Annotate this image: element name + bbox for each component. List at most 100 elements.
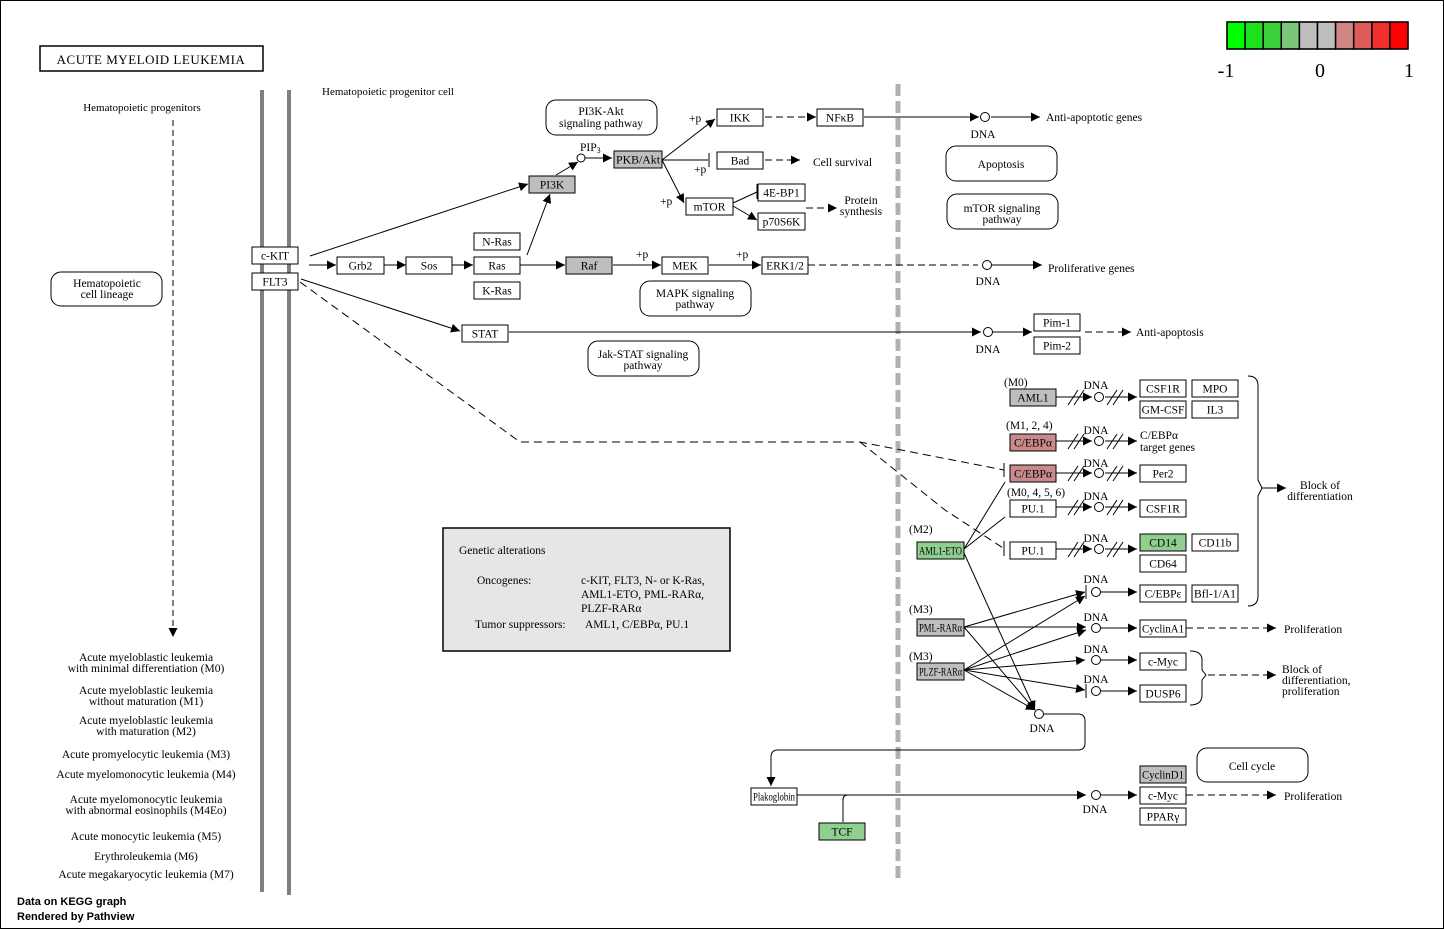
gene-box-csf1r1[interactable] bbox=[1139, 379, 1187, 398]
gene-box-mpo[interactable] bbox=[1191, 379, 1239, 398]
gene-box-pi3k[interactable] bbox=[528, 175, 576, 194]
gene-box-tcf[interactable] bbox=[818, 822, 866, 841]
gene-box-nfkb[interactable] bbox=[816, 108, 864, 127]
gene-box-nras[interactable] bbox=[473, 232, 521, 251]
gene-box-pkb[interactable] bbox=[613, 150, 663, 169]
gene-node-pim2[interactable]: Pim-2 bbox=[1033, 336, 1081, 355]
gene-node-kras[interactable]: K-Ras bbox=[473, 281, 521, 300]
gene-node-per2[interactable]: Per2 bbox=[1139, 464, 1187, 483]
gene-node-erk[interactable]: ERK1/2 bbox=[761, 256, 809, 275]
gene-node-ras[interactable]: Ras bbox=[473, 256, 521, 275]
gene-box-sos[interactable] bbox=[405, 256, 453, 275]
gene-box-cyca1[interactable] bbox=[1139, 619, 1187, 638]
gene-node-pmlrara[interactable]: PML-RARα bbox=[916, 618, 965, 637]
gene-node-sos[interactable]: Sos bbox=[405, 256, 453, 275]
gene-node-plako[interactable]: Plakoglobin bbox=[750, 787, 798, 806]
gene-node-csf1r1[interactable]: CSF1R bbox=[1139, 379, 1187, 398]
gene-box-flt3[interactable] bbox=[251, 272, 299, 291]
gene-node-pim1[interactable]: Pim-1 bbox=[1033, 313, 1081, 332]
gene-node-raf[interactable]: Raf bbox=[565, 256, 613, 275]
gene-node-mek[interactable]: MEK bbox=[661, 256, 709, 275]
gene-node-bad[interactable]: Bad bbox=[716, 151, 764, 170]
gene-node-pparg[interactable]: PPARγ bbox=[1139, 807, 1187, 826]
gene-box-cd64[interactable] bbox=[1139, 554, 1187, 573]
gene-node-grb2[interactable]: Grb2 bbox=[336, 256, 385, 275]
gene-box-pim1[interactable] bbox=[1033, 313, 1081, 332]
gene-node-cebpa1[interactable]: C/EBPα bbox=[1009, 433, 1057, 452]
pathway-hema-lineage[interactable] bbox=[50, 271, 163, 307]
gene-node-cmyc2[interactable]: c-Myc bbox=[1139, 786, 1187, 805]
pathway-mtor[interactable] bbox=[946, 193, 1059, 230]
gene-box-csf1r2[interactable] bbox=[1139, 499, 1187, 518]
gene-box-pu1b[interactable] bbox=[1009, 541, 1057, 560]
gene-box-per2[interactable] bbox=[1139, 464, 1187, 483]
gene-box-il3[interactable] bbox=[1191, 400, 1239, 419]
gene-node-bfl1[interactable]: Bfl-1/A1 bbox=[1191, 584, 1239, 603]
gene-node-cyca1[interactable]: CyclinA1 bbox=[1139, 619, 1187, 638]
gene-node-flt3[interactable]: FLT3 bbox=[251, 272, 299, 291]
gene-node-cd14[interactable]: CD14 bbox=[1139, 533, 1187, 552]
gene-node-cebpa2[interactable]: C/EBPα bbox=[1009, 464, 1057, 483]
gene-node-aml1[interactable]: AML1 bbox=[1009, 388, 1057, 407]
gene-box-plzf[interactable] bbox=[916, 662, 965, 681]
gene-node-cmyc1[interactable]: c-Myc bbox=[1139, 652, 1187, 671]
gene-node-nfkb[interactable]: NFκB bbox=[816, 108, 864, 127]
gene-box-raf[interactable] bbox=[565, 256, 613, 275]
gene-box-amleto[interactable] bbox=[916, 541, 965, 560]
gene-node-nras[interactable]: N-Ras bbox=[473, 232, 521, 251]
gene-box-grb2[interactable] bbox=[336, 256, 385, 275]
pathway-pi3k-akt[interactable] bbox=[545, 99, 658, 136]
gene-box-pparg[interactable] bbox=[1139, 807, 1187, 826]
gene-box-ebp1[interactable] bbox=[757, 183, 806, 202]
gene-node-cd64[interactable]: CD64 bbox=[1139, 554, 1187, 573]
gene-node-cycd1[interactable]: CyclinD1 bbox=[1139, 765, 1187, 784]
gene-box-gmcsf[interactable] bbox=[1139, 400, 1187, 419]
gene-node-il3[interactable]: IL3 bbox=[1191, 400, 1239, 419]
gene-box-cebpa2[interactable] bbox=[1009, 464, 1057, 483]
gene-node-pu1b[interactable]: PU.1 bbox=[1009, 541, 1057, 560]
pathway-cell-cycle[interactable] bbox=[1196, 747, 1309, 783]
gene-node-pkb[interactable]: PKB/Akt bbox=[613, 150, 663, 169]
gene-box-erk[interactable] bbox=[761, 256, 809, 275]
gene-box-ikk[interactable] bbox=[716, 108, 764, 127]
gene-box-stat[interactable] bbox=[461, 324, 509, 343]
gene-node-stat[interactable]: STAT bbox=[461, 324, 509, 343]
gene-box-cd11b[interactable] bbox=[1191, 533, 1239, 552]
gene-box-pim2[interactable] bbox=[1033, 336, 1081, 355]
gene-node-csf1r2[interactable]: CSF1R bbox=[1139, 499, 1187, 518]
pathway-jak-stat[interactable] bbox=[587, 340, 700, 377]
gene-box-bfl1[interactable] bbox=[1191, 584, 1239, 603]
gene-box-aml1[interactable] bbox=[1009, 388, 1057, 407]
gene-node-pu1a[interactable]: PU.1 bbox=[1009, 499, 1057, 518]
gene-box-cebpe[interactable] bbox=[1139, 584, 1187, 603]
gene-box-pmlrara[interactable] bbox=[916, 618, 965, 637]
gene-node-dusp6[interactable]: DUSP6 bbox=[1139, 684, 1187, 703]
gene-box-plako[interactable] bbox=[750, 787, 798, 806]
gene-box-cycd1[interactable] bbox=[1139, 765, 1187, 784]
gene-box-kras[interactable] bbox=[473, 281, 521, 300]
gene-node-tcf[interactable]: TCF bbox=[818, 822, 866, 841]
gene-node-pi3k[interactable]: PI3K bbox=[528, 175, 576, 194]
gene-node-plzf[interactable]: PLZF-RARα bbox=[916, 662, 965, 681]
gene-box-cmyc1[interactable] bbox=[1139, 652, 1187, 671]
gene-box-dusp6[interactable] bbox=[1139, 684, 1187, 703]
gene-box-p70[interactable] bbox=[757, 212, 806, 231]
gene-node-ckit[interactable]: c-KIT bbox=[251, 246, 299, 265]
gene-node-cd11b[interactable]: CD11b bbox=[1191, 533, 1239, 552]
gene-node-amleto[interactable]: AML1-ETO bbox=[916, 541, 965, 560]
gene-node-p70[interactable]: p70S6K bbox=[757, 212, 806, 231]
pathway-mapk[interactable] bbox=[639, 280, 752, 317]
gene-node-cebpe[interactable]: C/EBPε bbox=[1139, 584, 1187, 603]
gene-box-cmyc2[interactable] bbox=[1139, 786, 1187, 805]
gene-box-mek[interactable] bbox=[661, 256, 709, 275]
gene-box-mtor[interactable] bbox=[685, 197, 734, 216]
gene-box-cd14[interactable] bbox=[1139, 533, 1187, 552]
gene-node-ikk[interactable]: IKK bbox=[716, 108, 764, 127]
gene-node-mpo[interactable]: MPO bbox=[1191, 379, 1239, 398]
gene-box-bad[interactable] bbox=[716, 151, 764, 170]
gene-box-cebpa1[interactable] bbox=[1009, 433, 1057, 452]
gene-node-mtor[interactable]: mTOR bbox=[685, 197, 734, 216]
gene-box-ras[interactable] bbox=[473, 256, 521, 275]
gene-node-ebp1[interactable]: 4E-BP1 bbox=[757, 183, 806, 202]
gene-node-gmcsf[interactable]: GM-CSF bbox=[1139, 400, 1187, 419]
